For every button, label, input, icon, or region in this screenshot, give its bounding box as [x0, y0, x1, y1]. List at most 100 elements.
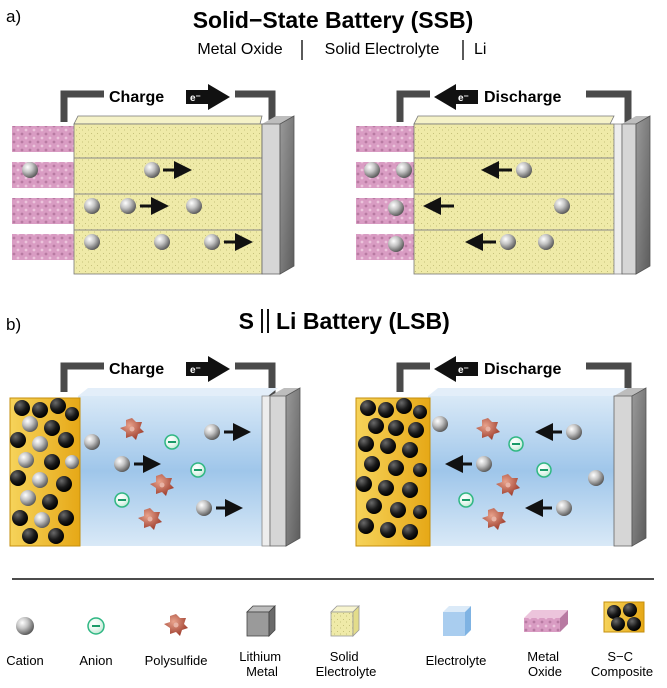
cation	[364, 162, 380, 178]
polysulfide	[120, 418, 144, 440]
legend-label: Cation	[6, 653, 44, 668]
sc-composite-icon	[603, 601, 645, 633]
cation	[476, 456, 492, 472]
polysulfide	[496, 474, 520, 496]
legend-item-sc-composite: S−C Composite	[591, 601, 653, 679]
cation	[84, 234, 100, 250]
cation	[186, 198, 202, 214]
cation	[538, 234, 554, 250]
panel-a-subtitle: Metal Oxide Solid Electrolyte Li	[197, 40, 486, 60]
legend-label: Lithium Metal	[239, 649, 285, 679]
cation	[120, 198, 136, 214]
cation	[84, 198, 100, 214]
electrolyte-cube-icon	[443, 606, 471, 636]
lithium-metal-anode	[613, 387, 647, 547]
external-wire	[396, 362, 632, 396]
anion	[114, 492, 130, 508]
cation	[556, 500, 572, 516]
cation	[588, 470, 604, 486]
lsb-charge-cell: Charge e⁻	[9, 356, 301, 547]
cation	[396, 162, 412, 178]
legend-label: S−C Composite	[591, 649, 653, 679]
cation	[566, 424, 582, 440]
metal-oxide-cathode	[356, 126, 418, 260]
cation	[144, 162, 160, 178]
anion	[508, 436, 524, 452]
svg-text:e⁻: e⁻	[458, 93, 469, 104]
polysulfide	[138, 508, 162, 530]
legend-label: Electrolyte	[426, 653, 487, 668]
cation	[22, 162, 38, 178]
sc-composite-cathode	[9, 397, 81, 547]
legend-label: Solid Electrolyte	[316, 649, 377, 679]
solid-electrolyte-layer	[73, 115, 263, 275]
lithium-metal-cube-icon	[246, 605, 276, 637]
discharge-label: Discharge	[484, 361, 561, 378]
legend-item-polysulfide: Polysulfide	[145, 614, 208, 668]
legend-label: Polysulfide	[145, 653, 208, 668]
anion	[164, 434, 180, 450]
cation	[204, 424, 220, 440]
cation	[154, 234, 170, 250]
svg-text:e⁻: e⁻	[190, 93, 201, 104]
legend-item-metal-oxide: Metal Oxide	[524, 610, 568, 679]
svg-text:e⁻: e⁻	[458, 365, 469, 376]
ssb-discharge-cell: e⁻ Discharge	[356, 84, 651, 275]
anion-minus-icon	[87, 617, 105, 635]
cation	[500, 234, 516, 250]
external-wire	[396, 90, 632, 124]
legend-label: Metal Oxide	[527, 649, 562, 679]
subtitle-solid-electrolyte: Solid Electrolyte	[325, 41, 440, 58]
external-wire	[60, 90, 276, 124]
legend-item-electrolyte: Electrolyte	[426, 606, 487, 668]
panel-b-letter: b)	[6, 315, 21, 334]
discharge-label: Discharge	[484, 89, 561, 106]
anion	[458, 492, 474, 508]
lsb-discharge-cell: e⁻ Discharge	[355, 356, 647, 547]
lithium-metal-anode	[261, 115, 295, 275]
electron-arrow-right: e⁻	[186, 84, 230, 110]
legend-item-solid-electrolyte: Solid Electrolyte	[316, 605, 377, 679]
legend: Cation Anion Polysulfide Lithium	[6, 601, 653, 679]
subtitle-metal-oxide: Metal Oxide	[197, 41, 282, 58]
electron-arrow-left: e⁻	[434, 356, 478, 382]
legend-item-anion: Anion	[79, 617, 113, 668]
metal-oxide-slab-icon	[524, 610, 568, 632]
subtitle-li: Li	[474, 41, 486, 58]
lithium-metal-anode	[613, 115, 651, 275]
panel-b-title-s: S	[239, 308, 254, 334]
panel-b-title-rest: Li Battery (LSB)	[276, 308, 450, 334]
cation	[554, 198, 570, 214]
cation	[204, 234, 220, 250]
cation	[388, 200, 404, 216]
svg-text:e⁻: e⁻	[190, 365, 201, 376]
panel-a-letter: a)	[6, 7, 21, 26]
ssb-charge-cell: Charge e⁻	[12, 84, 295, 275]
electron-arrow-left: e⁻	[434, 84, 478, 110]
liquid-electrolyte	[78, 388, 278, 546]
solid-electrolyte-layer	[413, 115, 615, 275]
cation	[196, 500, 212, 516]
anion	[536, 462, 552, 478]
panel-a-title: Solid−State Battery (SSB)	[193, 7, 474, 33]
solid-electrolyte-cube-icon	[330, 605, 360, 637]
polysulfide	[476, 418, 500, 440]
charge-label: Charge	[109, 89, 164, 106]
polysulfide	[482, 508, 506, 530]
metal-oxide-cathode	[12, 126, 74, 260]
legend-item-lithium-metal: Lithium Metal	[239, 605, 285, 679]
cation-sphere-icon	[16, 617, 34, 635]
cation	[432, 416, 448, 432]
sc-composite-cathode	[355, 397, 431, 547]
anion	[190, 462, 206, 478]
charge-label: Charge	[109, 361, 164, 378]
cation	[84, 434, 100, 450]
cation	[388, 236, 404, 252]
cation	[114, 456, 130, 472]
legend-label: Anion	[79, 653, 112, 668]
legend-item-cation: Cation	[6, 617, 44, 668]
lithium-metal-anode	[261, 387, 301, 547]
cation	[516, 162, 532, 178]
polysulfide	[150, 474, 174, 496]
